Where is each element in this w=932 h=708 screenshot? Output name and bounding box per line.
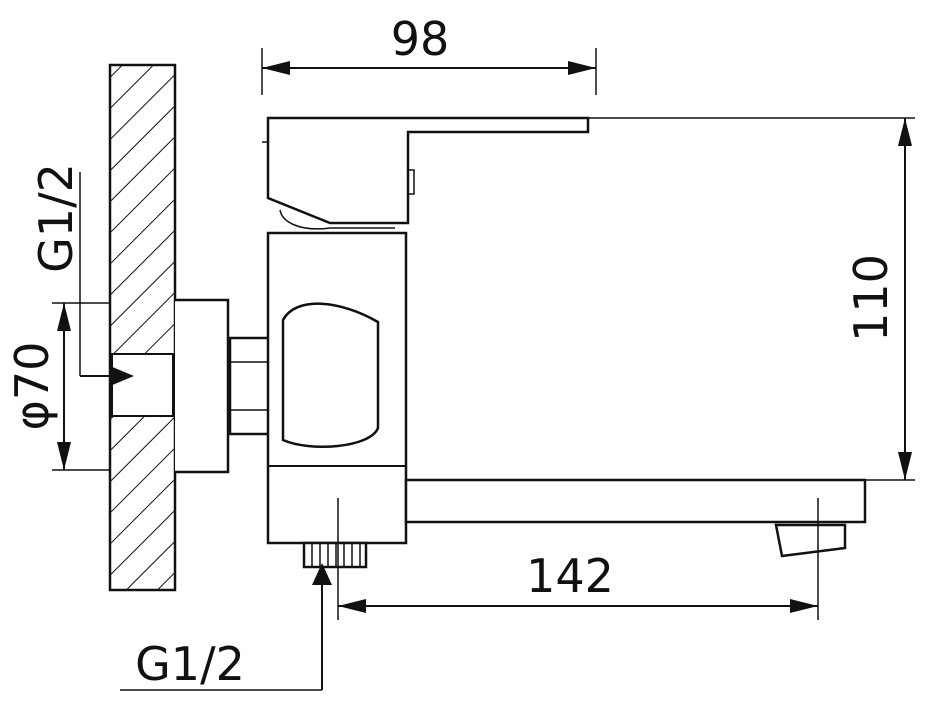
- dimension-spout-reach: 142: [337, 498, 819, 620]
- label-wall-thread: G1/2: [29, 163, 83, 273]
- dimension-label-spout-reach: 142: [526, 549, 614, 603]
- lever-handle: [262, 116, 590, 230]
- dimension-label-height: 110: [844, 254, 898, 342]
- bottom-thread-outlet: [302, 541, 368, 569]
- mixer-body: [266, 231, 408, 545]
- dimension-height: 110: [588, 117, 915, 481]
- dimension-label-top-width: 98: [391, 12, 450, 66]
- leader-bottom-thread: G1/2: [120, 563, 332, 691]
- leader-wall-thread: G1/2: [29, 163, 134, 386]
- spout: [404, 478, 867, 558]
- label-bottom-thread: G1/2: [135, 637, 245, 691]
- dimension-label-flange-diameter: φ70: [5, 342, 59, 431]
- wall-section: [108, 63, 177, 592]
- dimension-flange-diameter: φ70: [5, 302, 110, 471]
- dimension-top-width: 98: [261, 12, 597, 95]
- wall-flange: [175, 298, 230, 474]
